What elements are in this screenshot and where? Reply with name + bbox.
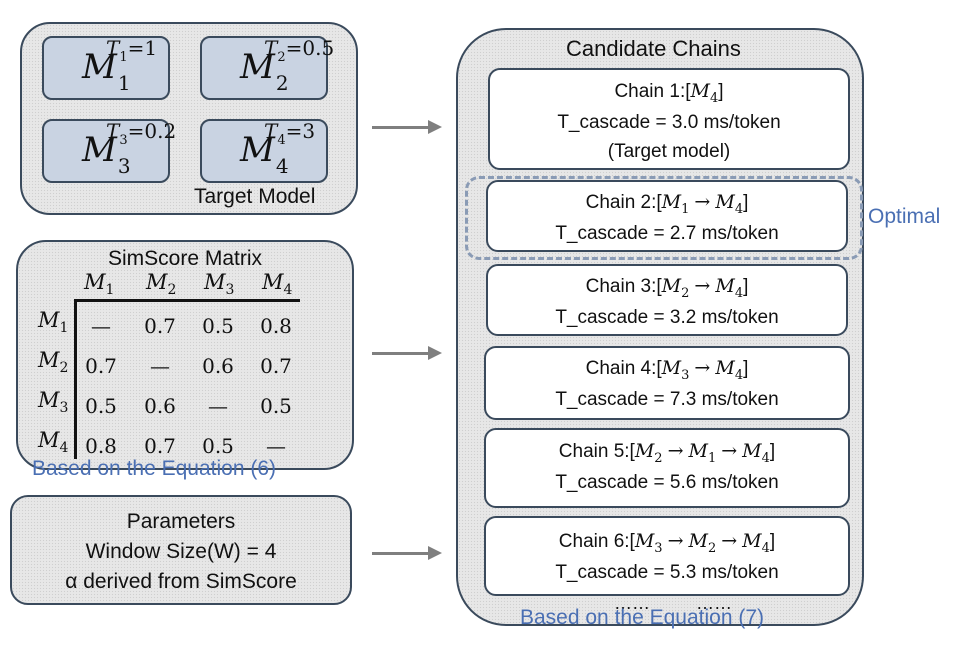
chain-cost: T_cascade = 5.6 ms/token	[555, 472, 779, 493]
model-latency: T2=0.5	[264, 36, 335, 65]
arrow-right	[372, 346, 442, 360]
chain-title: Chain 1:[M4]	[614, 80, 724, 106]
chain-cost: T_cascade = 5.3 ms/token	[555, 562, 779, 583]
parameters-title: Parameters	[126, 510, 236, 533]
candidate-chains-panel: Candidate Chains Chain 1:[M4] T_cascade …	[456, 28, 864, 626]
matrix-left-rule	[74, 299, 77, 459]
matrix-col-header: M4	[262, 270, 293, 298]
simscore-panel: SimScore Matrix M1 M2 M3 M4 M1 — 0.7 0.5…	[16, 240, 354, 470]
matrix-cell: 0.8	[85, 434, 117, 458]
model-box-m2: M2 T2=0.5	[200, 36, 334, 100]
chain-title: Chain 4:[M3→M4]	[585, 357, 749, 383]
chain-title: Chain 3:[M2→M4]	[585, 275, 749, 301]
chain-cost: T_cascade = 3.2 ms/token	[555, 307, 779, 328]
matrix-cell: 0.7	[144, 314, 176, 338]
chain-card-1: Chain 1:[M4] T_cascade = 3.0 ms/token (T…	[488, 68, 850, 170]
chain-card-2: Chain 2:[M1→M4] T_cascade = 2.7 ms/token	[486, 180, 848, 252]
chain-note: (Target model)	[607, 141, 731, 162]
chain-title: Chain 6:[M3→M2→M4]	[558, 530, 776, 556]
parameters-window-size: Window Size(W) = 4	[85, 540, 277, 563]
model-latency: T1=1	[106, 36, 158, 65]
matrix-cell: 0.7	[144, 434, 176, 458]
chain-models: M4	[690, 80, 719, 106]
matrix-cell: 0.8	[260, 314, 292, 338]
chain-title: Chain 2:[M1→M4]	[585, 191, 749, 217]
chain-cost: T_cascade = 2.7 ms/token	[555, 223, 779, 244]
matrix-top-rule	[74, 299, 300, 302]
target-model-panel: M1 T1=1 M2 T2=0.5 M3 T3=0.2 M4 T4=3 Targ…	[20, 22, 358, 215]
model-symbol: M1	[82, 47, 131, 95]
matrix-col-header: M3	[204, 270, 235, 298]
model-box-m3: M3 T3=0.2	[42, 119, 176, 183]
matrix-cell: —	[208, 394, 228, 418]
matrix-row-header: M1	[38, 308, 69, 336]
model-latency: T3=0.2	[106, 119, 177, 148]
model-box-m4: M4 T4=3	[200, 119, 328, 183]
optimal-highlight-box	[465, 176, 863, 260]
arrow-right	[372, 120, 442, 134]
ellipsis: ……	[614, 593, 650, 613]
matrix-row-header: M2	[38, 348, 69, 376]
matrix-col-header: M1	[84, 270, 115, 298]
matrix-cell: —	[150, 354, 170, 378]
matrix-cell: 0.6	[144, 394, 176, 418]
model-symbol: M2	[240, 47, 289, 95]
matrix-col-header: M2	[146, 270, 177, 298]
model-symbol: M4	[240, 130, 289, 178]
chain-card-5: Chain 5:[M2→M1→M4] T_cascade = 5.6 ms/to…	[484, 428, 850, 508]
matrix-cell: —	[91, 314, 111, 338]
ellipsis: ……	[696, 593, 732, 613]
chain-models: M3→M4	[661, 357, 744, 383]
chain-models: M1→M4	[661, 191, 744, 217]
chain-card-6: Chain 6:[M3→M2→M4] T_cascade = 5.3 ms/to…	[484, 516, 850, 596]
candidate-chains-title: Candidate Chains	[566, 36, 741, 61]
chain-cost: T_cascade = 3.0 ms/token	[557, 112, 781, 133]
optimal-label: Optimal	[868, 205, 941, 228]
chains-equation-note: Based on the Equation (7)	[520, 606, 765, 629]
model-symbol: M3	[82, 130, 131, 178]
matrix-cell: 0.6	[202, 354, 234, 378]
parameters-alpha: α derived from SimScore	[65, 570, 297, 593]
simscore-equation-note: Based on the Equation (6)	[32, 457, 277, 480]
matrix-row-header: M4	[38, 428, 69, 456]
arrow-right	[372, 546, 442, 560]
chain-title: Chain 5:[M2→M1→M4]	[558, 440, 776, 466]
chain-models: M2→M1→M4	[634, 440, 770, 466]
matrix-cell: 0.7	[260, 354, 292, 378]
chain-cost: T_cascade = 7.3 ms/token	[555, 389, 779, 410]
matrix-row-header: M3	[38, 388, 69, 416]
matrix-cell: 0.7	[85, 354, 117, 378]
matrix-cell: —	[266, 434, 286, 458]
simscore-title: SimScore Matrix	[108, 247, 263, 270]
chain-models: M3→M2→M4	[634, 530, 770, 556]
matrix-cell: 0.5	[202, 434, 234, 458]
chain-card-4: Chain 4:[M3→M4] T_cascade = 7.3 ms/token	[484, 346, 850, 420]
chain-card-3: Chain 3:[M2→M4] T_cascade = 3.2 ms/token	[486, 264, 848, 336]
matrix-cell: 0.5	[202, 314, 234, 338]
matrix-cell: 0.5	[260, 394, 292, 418]
model-latency: T4=3	[264, 119, 316, 148]
chain-models: M2→M4	[661, 275, 744, 301]
matrix-cell: 0.5	[85, 394, 117, 418]
parameters-panel: Parameters Window Size(W) = 4 α derived …	[10, 495, 352, 605]
target-model-caption: Target Model	[194, 185, 316, 208]
model-box-m1: M1 T1=1	[42, 36, 170, 100]
